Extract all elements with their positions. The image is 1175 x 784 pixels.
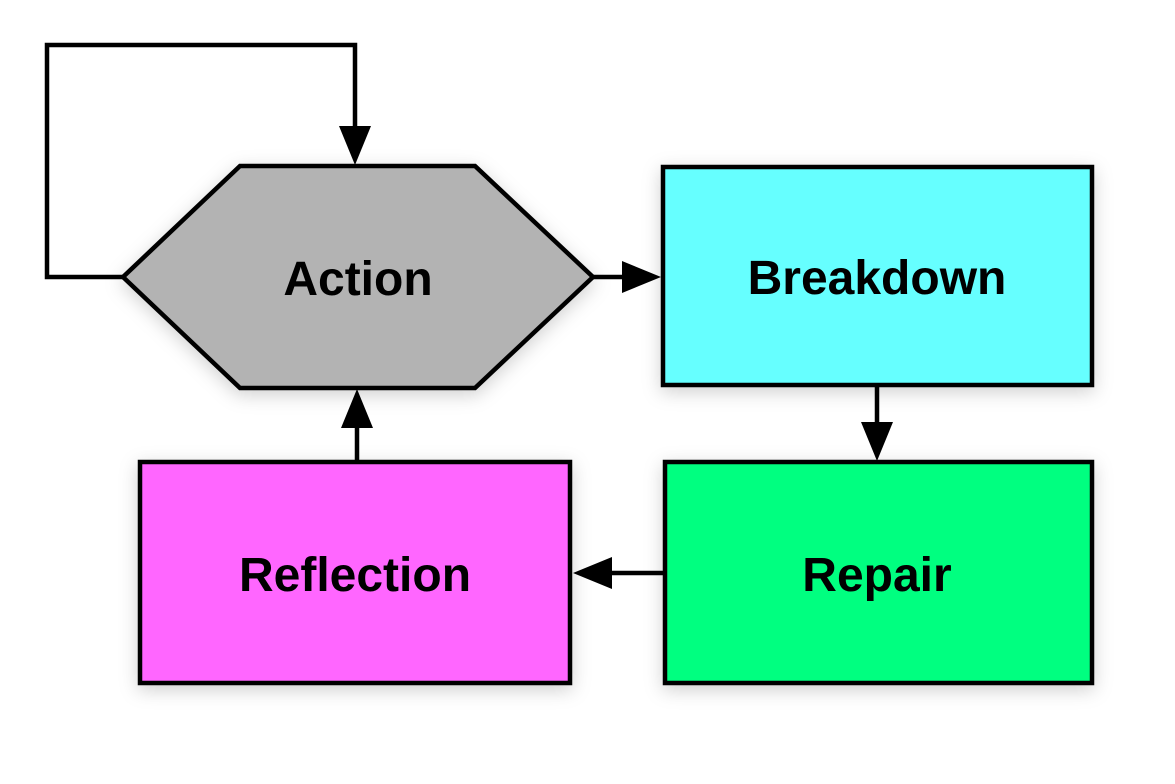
node-repair-rect <box>662 459 1095 686</box>
node-reflection-rect <box>137 459 573 686</box>
edge-action-self-loop <box>44 42 371 280</box>
node-action-label: Action <box>283 253 432 306</box>
node-reflection: Reflection <box>137 459 573 686</box>
node-breakdown-label: Breakdown <box>748 252 1007 305</box>
edge-reflection-to-action <box>341 389 373 462</box>
edge-repair-to-reflection-arrowhead <box>573 557 612 589</box>
edge-breakdown-to-repair <box>861 385 893 461</box>
node-repair: Repair <box>662 459 1095 686</box>
edge-repair-to-reflection <box>573 557 665 589</box>
edge-action-self-loop-arrowhead <box>339 126 371 165</box>
node-reflection-label: Reflection <box>239 549 471 602</box>
node-repair-label: Repair <box>802 549 951 602</box>
edge-action-to-breakdown-arrowhead <box>622 261 661 293</box>
node-action-hexagon <box>119 163 597 391</box>
node-breakdown: Breakdown <box>660 164 1095 388</box>
edge-action-to-breakdown <box>593 261 661 293</box>
node-action: Action <box>119 163 597 391</box>
edge-reflection-to-action-arrowhead <box>341 389 373 428</box>
edge-breakdown-to-repair-arrowhead <box>861 422 893 461</box>
edge-action-self-loop-line <box>44 42 358 280</box>
node-breakdown-rect <box>660 164 1095 388</box>
